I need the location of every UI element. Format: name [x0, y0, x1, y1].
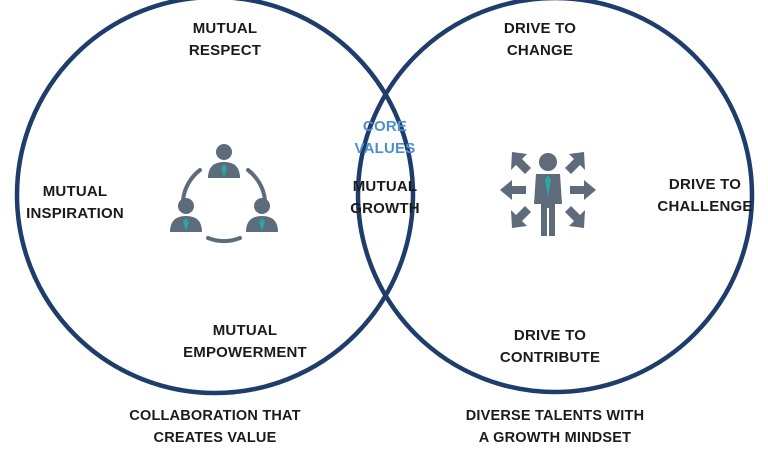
left-circle: [14, 0, 416, 396]
left-caption: COLLABORATION THAT CREATES VALUE: [115, 405, 315, 449]
mutual-respect-label: MUTUAL RESPECT: [175, 18, 275, 62]
drive-to-change-label: DRIVE TO CHANGE: [490, 18, 590, 62]
core-values-line-1: CORE: [362, 118, 408, 135]
drive-to-contribute-line-1: DRIVE TO: [513, 327, 587, 344]
drive-to-change-line-2: CHANGE: [506, 42, 574, 59]
right-caption-line-1: DIVERSE TALENTS WITH: [465, 408, 645, 424]
drive-to-challenge-line-1: DRIVE TO: [668, 176, 742, 193]
mutual-inspiration-line-1: MUTUAL: [42, 183, 108, 200]
drive-to-challenge-line-2: CHALLENGE: [657, 198, 753, 215]
drive-to-contribute-line-2: CONTRIBUTE: [499, 349, 601, 366]
right-caption-line-2: A GROWTH MINDSET: [478, 430, 632, 446]
right-circle: [355, 0, 755, 395]
mutual-growth-line-1: MUTUAL: [352, 178, 418, 195]
team-cycle-icon: [170, 144, 278, 244]
mutual-growth-line-2: GROWTH: [350, 200, 420, 217]
mutual-empowerment-line-1: MUTUAL: [212, 322, 278, 339]
mutual-empowerment-label: MUTUAL EMPOWERMENT: [180, 320, 310, 364]
right-caption: DIVERSE TALENTS WITH A GROWTH MINDSET: [455, 405, 655, 449]
mutual-respect-line-2: RESPECT: [188, 42, 262, 59]
mutual-growth-label: MUTUAL GROWTH: [340, 176, 430, 220]
left-caption-line-2: CREATES VALUE: [153, 430, 277, 446]
left-caption-line-1: COLLABORATION THAT: [129, 408, 301, 424]
mutual-empowerment-line-2: EMPOWERMENT: [183, 344, 307, 361]
core-values-label: CORE VALUES: [340, 116, 430, 160]
mutual-respect-line-1: MUTUAL: [192, 20, 258, 37]
mutual-inspiration-line-2: INSPIRATION: [26, 205, 124, 222]
mutual-inspiration-label: MUTUAL INSPIRATION: [20, 181, 130, 225]
drive-to-contribute-label: DRIVE TO CONTRIBUTE: [490, 325, 610, 369]
drive-to-change-line-1: DRIVE TO: [503, 20, 577, 37]
person-arrows-icon: [500, 152, 596, 236]
drive-to-challenge-label: DRIVE TO CHALLENGE: [650, 174, 760, 218]
core-values-line-2: VALUES: [354, 140, 416, 157]
